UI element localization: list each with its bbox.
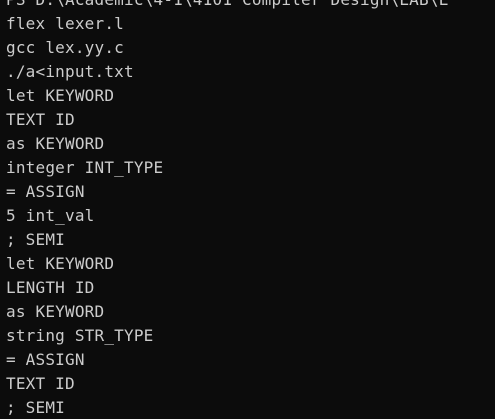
output-line: integer INT_TYPE [6, 158, 164, 177]
command-line-flex: flex lexer.l [6, 14, 124, 33]
command-line-gcc: gcc lex.yy.c [6, 38, 124, 57]
output-line: ; SEMI [6, 398, 65, 417]
output-line: ; SEMI [6, 230, 65, 249]
output-line: string STR_TYPE [6, 326, 154, 345]
output-line: = ASSIGN [6, 182, 85, 201]
output-line: LENGTH ID [6, 278, 95, 297]
output-line: as KEYWORD [6, 134, 105, 153]
output-line: 5 int_val [6, 206, 95, 225]
command-line-run: ./a<input.txt [6, 62, 134, 81]
output-line: = ASSIGN [6, 350, 85, 369]
prompt-line: PS D:\Academic\4-1\4101 Compiler Design\… [6, 0, 448, 12]
output-line: let KEYWORD [6, 86, 115, 105]
output-line: TEXT ID [6, 110, 75, 129]
terminal-output: PS D:\Academic\4-1\4101 Compiler Design\… [6, 0, 448, 419]
output-line: let KEYWORD [6, 254, 115, 273]
output-line: TEXT ID [6, 374, 75, 393]
output-line: as KEYWORD [6, 302, 105, 321]
